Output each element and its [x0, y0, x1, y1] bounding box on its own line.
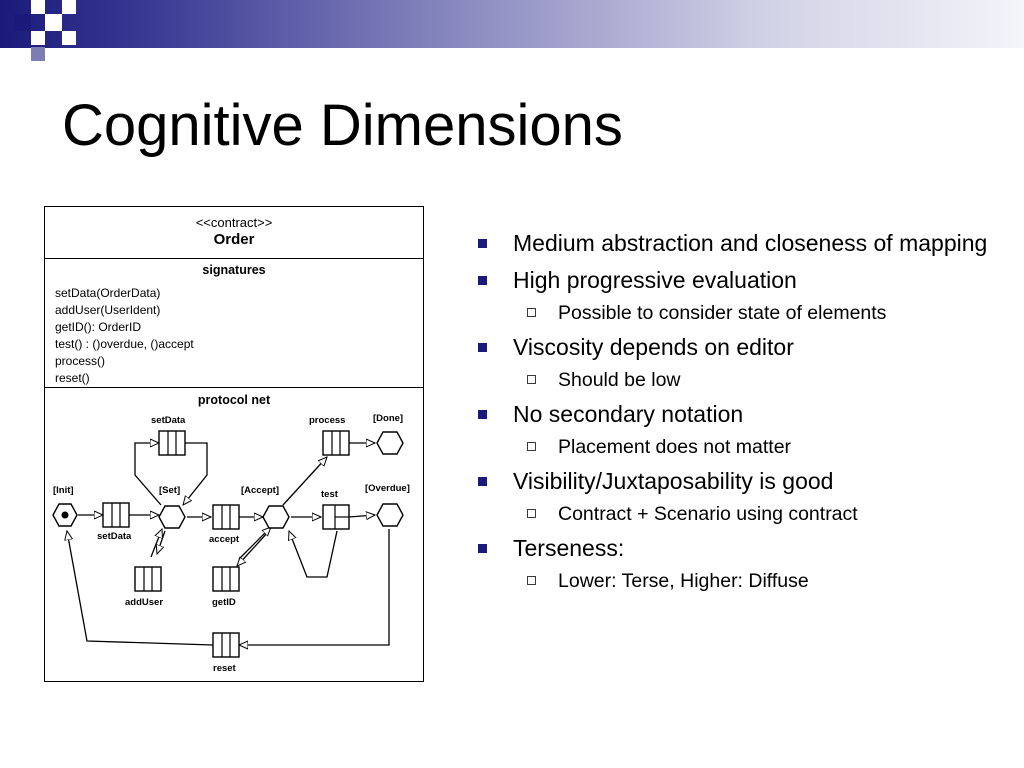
- transition-setdata-bottom: [102, 502, 130, 528]
- transition-process: [322, 430, 350, 456]
- sub-bullet-text: Possible to consider state of elements: [558, 302, 887, 324]
- square-bullet-icon: [478, 276, 487, 285]
- square-bullet-icon: [478, 410, 487, 419]
- label-setdata-top: setData: [151, 415, 186, 426]
- decor-square: [31, 47, 45, 61]
- hollow-square-bullet-icon: [527, 308, 536, 317]
- section-divider: [45, 387, 423, 388]
- edge: [150, 529, 162, 558]
- transition-setdata-top: [158, 430, 186, 456]
- signature-item: getID(): OrderID: [55, 320, 142, 334]
- signature-item: addUser(UserIdent): [55, 303, 161, 317]
- label-done: [Done]: [373, 413, 403, 424]
- label-set: [Set]: [159, 485, 180, 496]
- decor-square: [45, 14, 62, 31]
- init-token: [61, 511, 69, 519]
- signature-item: setData(OrderData): [55, 286, 161, 300]
- edge: [237, 530, 270, 566]
- label-init: [Init]: [53, 485, 74, 496]
- decor-square: [31, 0, 45, 14]
- square-bullet-icon: [478, 239, 487, 248]
- place-accept: [262, 505, 290, 529]
- class-name: Order: [213, 231, 255, 248]
- bullet-text: Visibility/Juxtaposability is good: [513, 468, 834, 494]
- signature-item: test() : ()overdue, ()accept: [55, 337, 194, 351]
- hollow-square-bullet-icon: [527, 442, 536, 451]
- bullet-item: Terseness:: [474, 533, 994, 564]
- sub-bullet-text: Contract + Scenario using contract: [558, 503, 858, 525]
- edge: [289, 531, 338, 578]
- hollow-square-bullet-icon: [527, 375, 536, 384]
- hollow-square-bullet-icon: [527, 509, 536, 518]
- bullet-text: Medium abstraction and closeness of mapp…: [513, 230, 988, 256]
- edge: [67, 531, 214, 646]
- header-gradient-band: [0, 0, 1024, 48]
- bullet-item: Visibility/Juxtaposability is good: [474, 466, 994, 497]
- square-bullet-icon: [478, 477, 487, 486]
- bullet-text: Viscosity depends on editor: [513, 334, 794, 360]
- decor-square: [31, 31, 45, 45]
- sub-bullet-item: Should be low: [474, 367, 994, 393]
- sub-bullet-item: Contract + Scenario using contract: [474, 501, 994, 527]
- signature-item: reset(): [55, 371, 90, 385]
- protocol-net-graph: [Init] [Set] [Accept] [Overdue] [Done] s…: [52, 413, 410, 674]
- label-reset: reset: [213, 663, 237, 674]
- bullet-text: No secondary notation: [513, 401, 744, 427]
- bullet-item: Viscosity depends on editor: [474, 332, 994, 363]
- bullet-item: Medium abstraction and closeness of mapp…: [474, 228, 994, 259]
- bullet-list: Medium abstraction and closeness of mapp…: [474, 228, 994, 600]
- header-band-gap: [0, 48, 1024, 62]
- label-accept: accept: [209, 534, 240, 545]
- edge: [157, 530, 166, 554]
- edge: [348, 515, 375, 517]
- label-adduser: addUser: [125, 597, 163, 608]
- bullet-text: High progressive evaluation: [513, 267, 797, 293]
- edge: [239, 529, 390, 645]
- edge: [134, 443, 162, 506]
- decor-square: [14, 14, 31, 31]
- class-stereotype: <<contract>>: [195, 215, 273, 230]
- bullet-item: No secondary notation: [474, 399, 994, 430]
- bullet-text: Terseness:: [513, 535, 625, 561]
- label-test: test: [321, 489, 339, 500]
- label-overdue: [Overdue]: [365, 483, 410, 494]
- signatures-list: setData(OrderData) addUser(UserIdent) ge…: [55, 285, 194, 387]
- contract-diagram: <<contract>> Order signatures setData(Or…: [44, 206, 424, 682]
- sub-bullet-item: Possible to consider state of elements: [474, 300, 994, 326]
- transition-getid: [212, 566, 240, 592]
- hollow-square-bullet-icon: [527, 576, 536, 585]
- decor-square: [62, 31, 76, 45]
- sub-bullet-item: Placement does not matter: [474, 434, 994, 460]
- place-overdue: [376, 503, 404, 527]
- edge: [238, 527, 271, 560]
- sub-bullet-text: Lower: Terse, Higher: Diffuse: [558, 570, 809, 592]
- sub-bullet-item: Lower: Terse, Higher: Diffuse: [474, 568, 994, 594]
- square-bullet-icon: [478, 343, 487, 352]
- sub-bullet-text: Placement does not matter: [558, 436, 792, 458]
- label-process: process: [309, 415, 345, 426]
- signature-item: process(): [55, 354, 106, 368]
- edge: [282, 457, 327, 506]
- transition-reset: [212, 632, 240, 658]
- slide-title: Cognitive Dimensions: [62, 93, 623, 158]
- place-done: [376, 431, 404, 455]
- signatures-heading: signatures: [202, 263, 266, 277]
- label-accept-state: [Accept]: [241, 485, 279, 496]
- transition-accept: [212, 504, 240, 530]
- label-setdata-bottom: setData: [97, 531, 132, 542]
- protocol-net-heading: protocol net: [197, 393, 271, 407]
- bullet-item: High progressive evaluation: [474, 265, 994, 296]
- label-getid: getID: [212, 597, 236, 608]
- edge: [183, 442, 208, 505]
- decor-square: [62, 0, 76, 14]
- transition-adduser: [134, 566, 162, 592]
- sub-bullet-text: Should be low: [558, 369, 681, 391]
- place-set: [158, 505, 186, 529]
- square-bullet-icon: [478, 544, 487, 553]
- section-divider: [45, 258, 423, 259]
